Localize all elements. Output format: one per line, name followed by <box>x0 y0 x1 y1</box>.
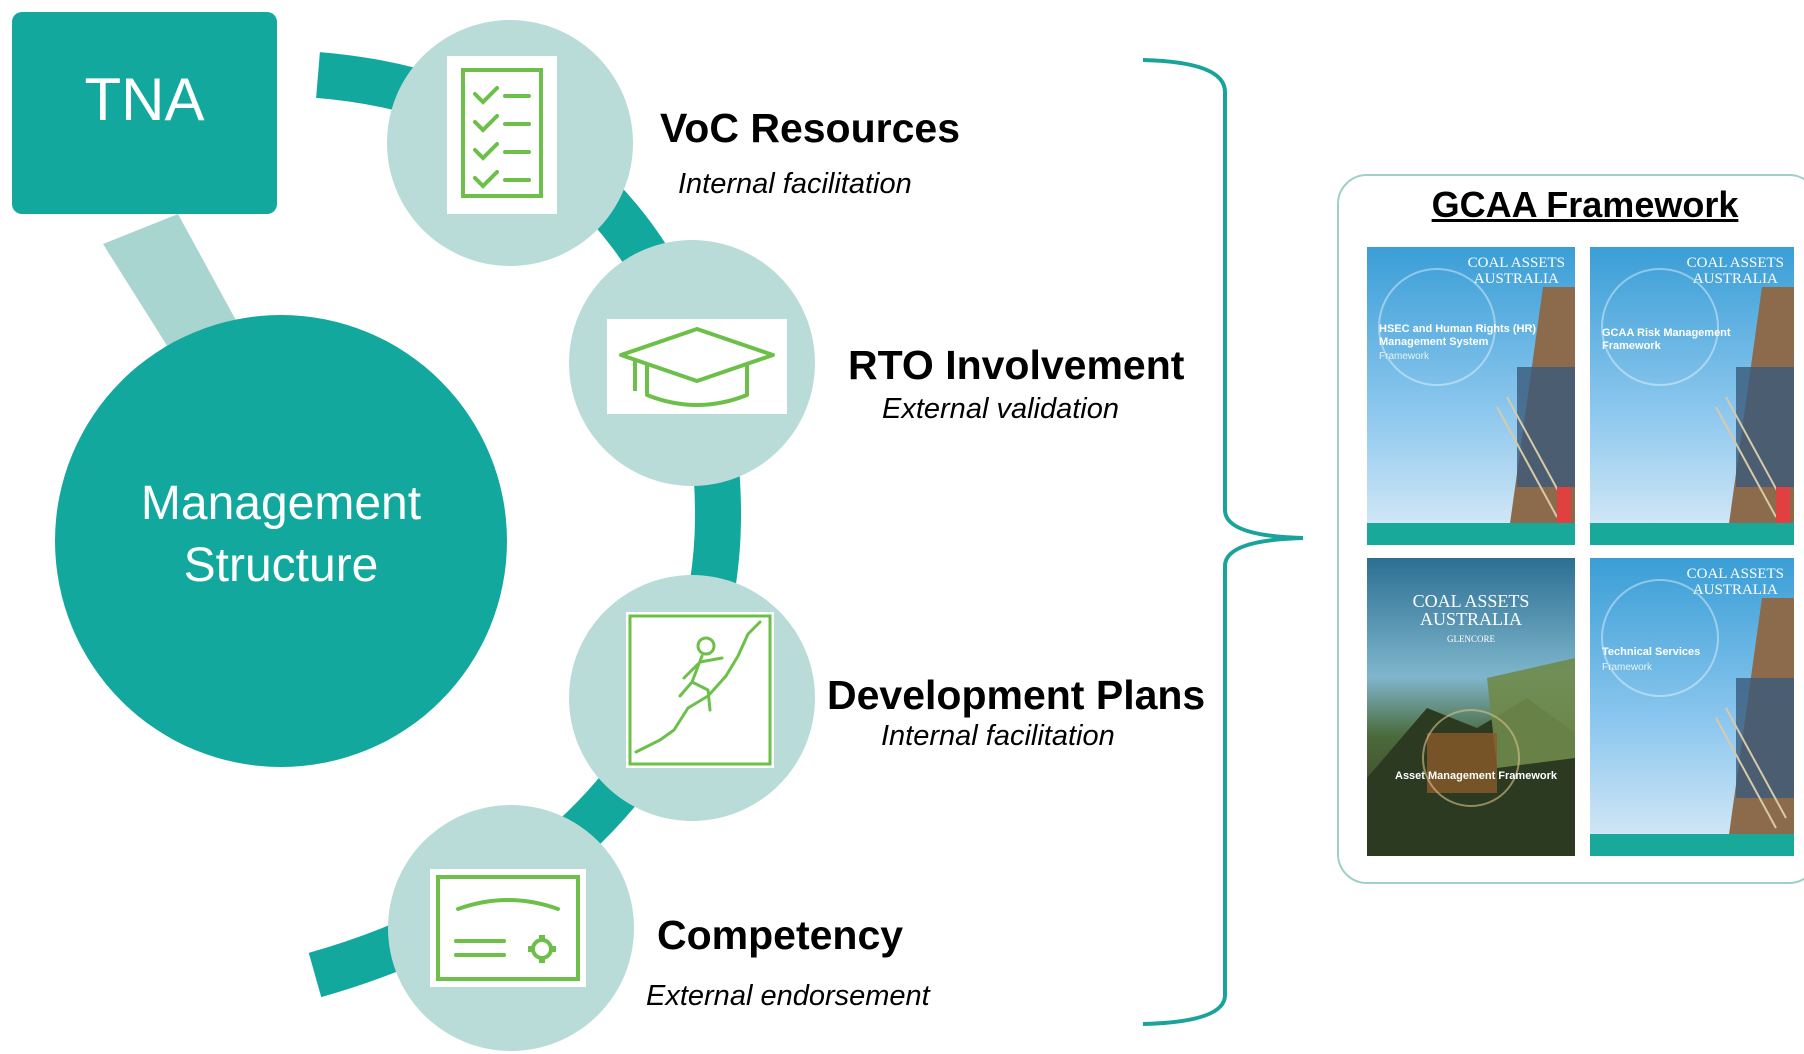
cover-subtitle: Framework <box>1379 351 1430 362</box>
step-title-development: Development Plans <box>827 672 1206 718</box>
management-structure-circle: Management Structure <box>55 315 507 767</box>
step-circle-development <box>569 575 815 821</box>
step-circle-competency <box>388 805 634 1051</box>
step-circle-rto <box>569 240 815 486</box>
framework-cover-asset: COAL ASSETS AUSTRALIA GLENCORE Asset Man… <box>1367 558 1575 856</box>
step-title-rto: RTO Involvement <box>848 342 1185 388</box>
climbing-person-icon <box>626 612 774 768</box>
cover-brand: COAL ASSETS AUSTRALIA <box>1412 591 1530 629</box>
cover-brand-sub: GLENCORE <box>1447 634 1495 644</box>
cover-footer <box>1590 523 1794 545</box>
framework-title: GCAA Framework <box>1431 184 1739 225</box>
cover-brand: COAL ASSETS AUSTRALIA <box>1686 255 1784 287</box>
cover-brand: COAL ASSETS AUSTRALIA <box>1686 566 1784 598</box>
framework-cover-hsec: COAL ASSETS AUSTRALIA HSEC and Human Rig… <box>1367 247 1575 545</box>
cover-subtitle: Framework <box>1602 662 1653 673</box>
cover-footer <box>1590 834 1794 856</box>
cover-brand: COAL ASSETS AUSTRALIA <box>1467 255 1565 287</box>
cover-caption: Technical Services <box>1602 646 1701 658</box>
tna-label: TNA <box>84 65 205 133</box>
framework-cover-risk: COAL ASSETS AUSTRALIA GCAA Risk Manageme… <box>1590 247 1794 545</box>
curly-bracket <box>1142 58 1304 1026</box>
cover-caption: Asset Management Framework <box>1395 770 1557 782</box>
step-title-competency: Competency <box>657 912 904 958</box>
graduation-cap-icon <box>607 319 787 414</box>
cover-caption: HSEC and Human Rights (HR) Management Sy… <box>1379 323 1537 348</box>
management-structure-label: Management Structure <box>140 477 422 592</box>
framework-cover-technical: COAL ASSETS AUSTRALIA Technical Services… <box>1590 558 1794 856</box>
step-subtitle-competency: External endorsement <box>646 980 930 1012</box>
step-subtitle-development: Internal facilitation <box>881 720 1115 752</box>
cover-footer <box>1367 523 1575 545</box>
step-subtitle-rto: External validation <box>882 393 1119 425</box>
step-subtitle-voc: Internal facilitation <box>678 168 912 200</box>
step-title-voc: VoC Resources <box>660 105 961 151</box>
cover-caption: GCAA Risk Management Framework <box>1602 327 1731 352</box>
step-circle-voc <box>387 20 633 266</box>
checklist-icon <box>447 56 557 214</box>
certificate-icon <box>430 869 586 987</box>
tna-box: TNA <box>12 12 277 214</box>
